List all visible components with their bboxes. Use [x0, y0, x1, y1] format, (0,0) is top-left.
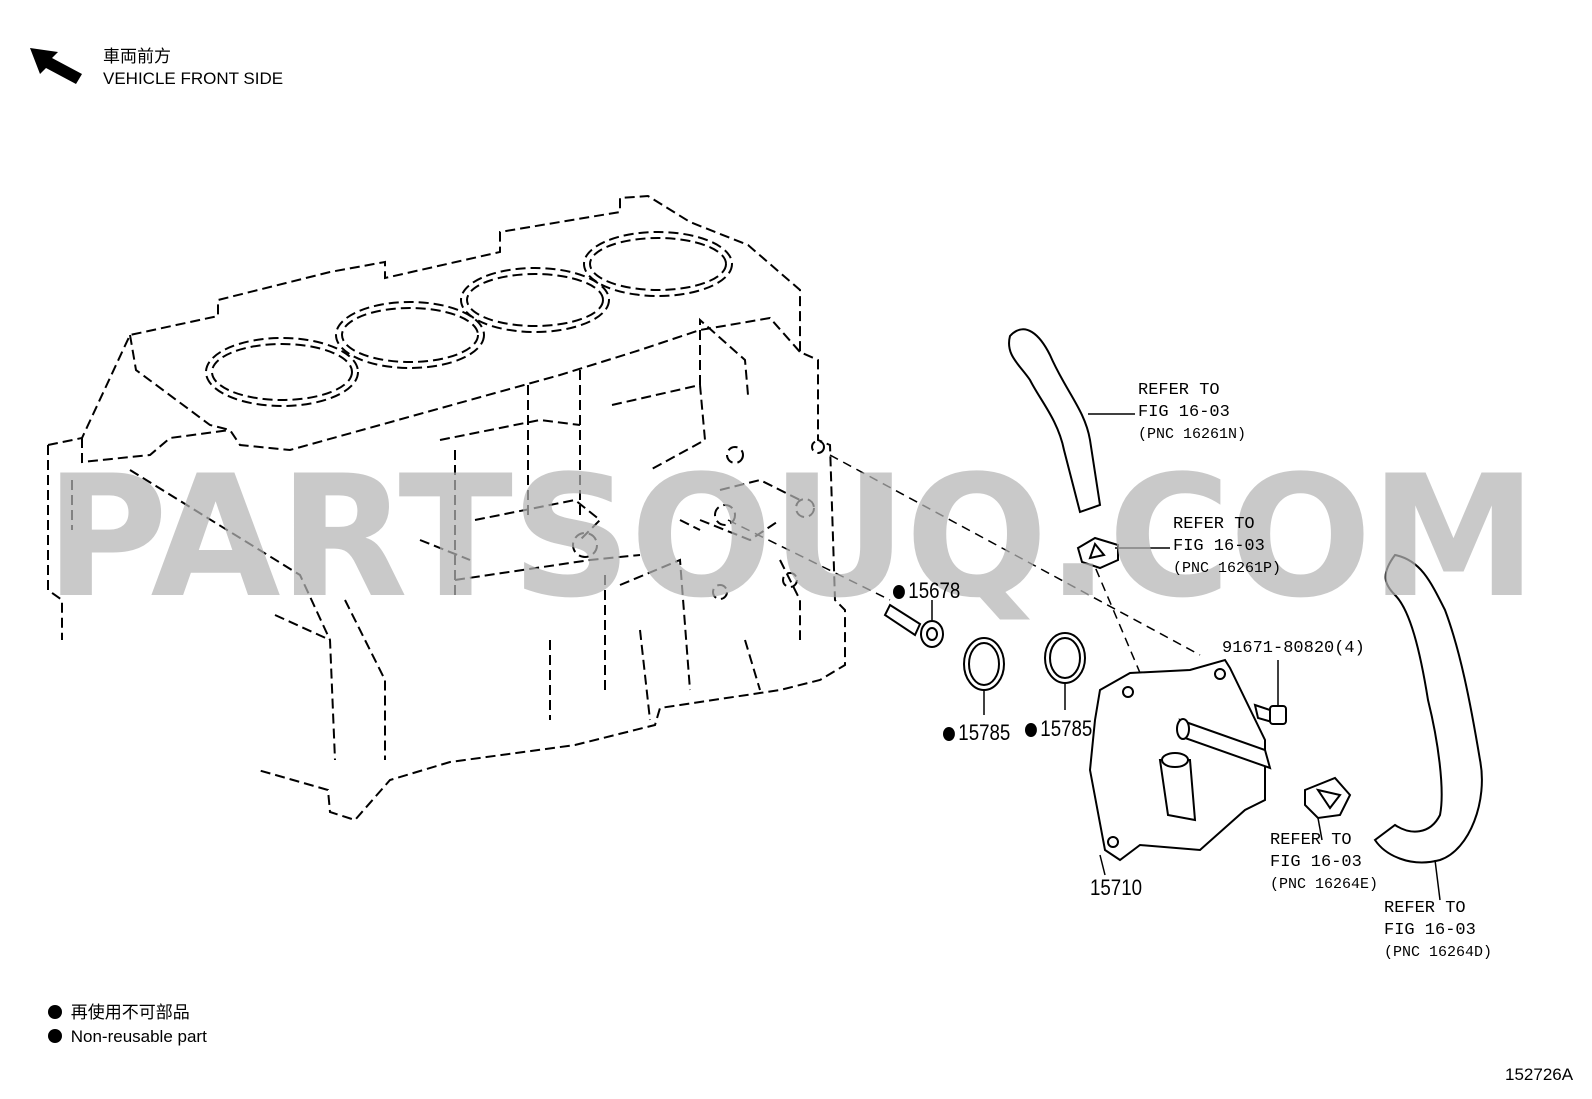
reference-line3: (PNC 16264E) [1270, 876, 1379, 893]
non-reusable-dot-icon [943, 727, 955, 741]
reference-line2: FIG 16-03 [1173, 537, 1265, 556]
callout-15785-left[interactable]: 15785 [943, 720, 1010, 746]
leader-lines [931, 413, 1441, 901]
non-reusable-dot-icon [893, 585, 905, 599]
lower-hose [1373, 553, 1483, 864]
callout-bolt-91671[interactable]: 91671-80820(4) [1222, 639, 1365, 658]
non-reusable-dot-icon [1025, 723, 1037, 737]
reference-line3: (PNC 16264D) [1384, 944, 1493, 961]
reference-line1: REFER TO [1270, 831, 1352, 850]
hose-clamp-upper [1076, 536, 1119, 570]
reference-line3: (PNC 16261P) [1173, 560, 1282, 577]
orientation-label-en: VEHICLE FRONT SIDE [103, 69, 284, 88]
upper-hose [1008, 328, 1102, 514]
bolt-91671 [1253, 703, 1287, 725]
reference-line3: (PNC 16261N) [1138, 426, 1247, 443]
bullet-dot-icon [48, 1029, 62, 1043]
bullet-dot-icon [48, 1005, 62, 1019]
callout-15785-right[interactable]: 15785 [1025, 716, 1092, 742]
callout-15678[interactable]: 15678 [893, 578, 960, 604]
part-15710-oil-cooler [1088, 658, 1272, 862]
legend-en: Non-reusable part [48, 1026, 207, 1048]
engine-block [47, 194, 846, 822]
part-15678-pipe [883, 603, 944, 648]
reference-line2: FIG 16-03 [1270, 853, 1362, 872]
figure-id: 152726A [1505, 1065, 1574, 1084]
o-rings-15785 [963, 632, 1086, 691]
orientation-label-jp: 車両前方 [103, 47, 171, 66]
reference-line2: FIG 16-03 [1384, 921, 1476, 940]
callout-15710[interactable]: 15710 [1090, 875, 1143, 900]
reference-line2: FIG 16-03 [1138, 403, 1230, 422]
reference-line1: REFER TO [1173, 515, 1255, 534]
hose-clamp-lower [1304, 776, 1352, 820]
reference-line1: REFER TO [1138, 381, 1220, 400]
leader-dashes [727, 454, 1201, 721]
reference-line1: REFER TO [1384, 899, 1466, 918]
legend-jp: 再使用不可部品 [48, 1002, 190, 1024]
vehicle-front-arrow-icon [30, 48, 82, 84]
